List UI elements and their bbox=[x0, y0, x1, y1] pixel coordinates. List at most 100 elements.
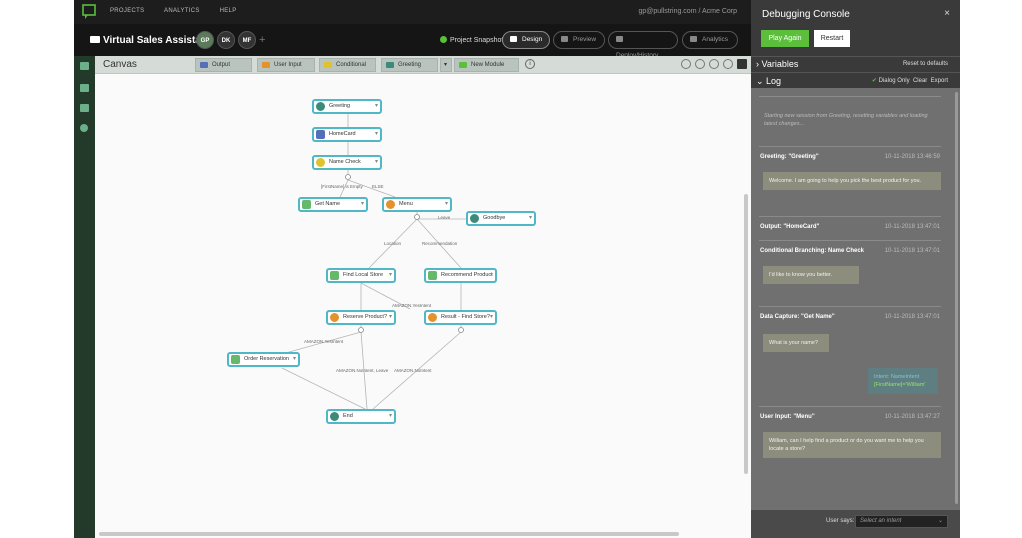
info-icon[interactable]: i bbox=[525, 59, 535, 69]
module-new[interactable]: New Module bbox=[454, 58, 519, 72]
analytics-icon bbox=[690, 36, 697, 42]
avatar-gp[interactable]: GP bbox=[196, 31, 214, 49]
user-input-icon bbox=[428, 313, 437, 322]
nav-analytics[interactable]: ANALYTICS bbox=[164, 8, 200, 14]
node-reserve-product[interactable]: Reserve Product?▾ bbox=[326, 310, 396, 325]
node-name-check-label: Name Check bbox=[329, 159, 361, 165]
play-again-button[interactable]: Play Again bbox=[761, 30, 809, 47]
snapshot-label: Project Snapshot bbox=[450, 37, 504, 44]
canvas-area[interactable]: Greeting▾ HomeCard▾ Name Check▾ Get Name… bbox=[95, 74, 751, 538]
briefcase-icon[interactable] bbox=[80, 84, 89, 92]
node-menu-label: Menu bbox=[399, 201, 413, 207]
node-end[interactable]: End▾ bbox=[326, 409, 396, 424]
log-entry-title: Greeting: "Greeting" bbox=[760, 154, 819, 160]
layers-icon[interactable] bbox=[681, 59, 691, 69]
node-order-reservation[interactable]: Order Reservation▾ bbox=[227, 352, 300, 367]
node-goodbye-label: Goodbye bbox=[483, 215, 506, 221]
book-icon[interactable] bbox=[80, 104, 89, 112]
tab-deploy-history[interactable]: Deploy/History bbox=[608, 31, 678, 59]
log-entry-title: User Input: "Menu" bbox=[760, 414, 815, 420]
node-find-local-store[interactable]: Find Local Store▾ bbox=[326, 268, 396, 283]
variables-label: Variables bbox=[761, 59, 799, 69]
pullstring-logo-icon[interactable] bbox=[82, 4, 96, 20]
log-options: ✔ Dialog Only Clear Export bbox=[872, 77, 948, 84]
top-nav-bar: PROJECTS ANALYTICS HELP gp@pullstring.co… bbox=[74, 0, 751, 24]
project-snapshot-button[interactable]: Project Snapshot bbox=[440, 36, 503, 44]
console-toggle-icon[interactable] bbox=[737, 59, 747, 69]
project-title-text: Virtual Sales Assistant bbox=[103, 35, 211, 46]
zoom-in-icon[interactable] bbox=[709, 59, 719, 69]
flow-tree-icon[interactable] bbox=[80, 62, 89, 70]
play-icon bbox=[561, 36, 568, 42]
log-entry-greeting: Greeting: "Greeting"10-11-2018 13:46:59 bbox=[760, 154, 940, 160]
canvas-title: Canvas bbox=[103, 59, 137, 70]
log-toggle[interactable]: ⌄ Log bbox=[756, 76, 782, 86]
tab-analytics[interactable]: Analytics bbox=[682, 31, 738, 49]
add-collaborator-button[interactable]: + bbox=[259, 34, 266, 46]
node-reserve-product-label: Reserve Product? bbox=[343, 314, 388, 320]
top-nav: PROJECTS ANALYTICS HELP bbox=[110, 8, 255, 14]
data-capture-icon bbox=[231, 355, 240, 364]
reset-to-defaults-button[interactable]: Reset to defaults bbox=[902, 61, 948, 67]
node-get-name[interactable]: Get Name▾ bbox=[298, 197, 368, 212]
restart-button[interactable]: Restart bbox=[814, 30, 850, 47]
node-menu[interactable]: Menu▾ bbox=[382, 197, 452, 212]
edge-label: [FirstName] is Empty bbox=[321, 184, 363, 189]
chevron-down-icon: ▾ bbox=[388, 314, 392, 320]
log-body[interactable]: Starting new session from Greeting, rese… bbox=[751, 88, 955, 506]
dialog-only-toggle[interactable]: Dialog Only bbox=[878, 78, 910, 84]
avatar-mf[interactable]: MF bbox=[238, 31, 256, 49]
console-title: Debugging Console bbox=[762, 9, 850, 20]
avatar-dk[interactable]: DK bbox=[217, 31, 235, 49]
zoom-out-icon[interactable] bbox=[723, 59, 733, 69]
chevron-down-icon: ▾ bbox=[489, 272, 493, 278]
console-scrollbar[interactable] bbox=[955, 92, 958, 504]
node-homecard-label: HomeCard bbox=[329, 131, 356, 137]
module-user-input-label: User Input bbox=[274, 62, 302, 68]
user-icon[interactable] bbox=[80, 124, 88, 132]
account-menu[interactable]: gp@pullstring.com / Acme Corp bbox=[638, 8, 737, 15]
greeting-icon bbox=[470, 214, 479, 223]
module-greeting[interactable]: Greeting bbox=[381, 58, 438, 72]
tab-preview[interactable]: Preview bbox=[553, 31, 605, 49]
module-user-input[interactable]: User Input bbox=[257, 58, 315, 72]
variables-toggle[interactable]: › Variables bbox=[756, 59, 799, 69]
edge-label: Location bbox=[384, 241, 402, 246]
chevron-down-icon: ▾ bbox=[489, 314, 493, 320]
console-footer: User says: Select an intent⌄ bbox=[751, 510, 960, 538]
debugging-console: Debugging Console × Play Again Restart ›… bbox=[751, 0, 960, 538]
intent-select[interactable]: Select an intent⌄ bbox=[855, 515, 948, 528]
nav-projects[interactable]: PROJECTS bbox=[110, 8, 145, 14]
chevron-down-icon: ▾ bbox=[388, 272, 392, 278]
node-recommend-product[interactable]: Recommend Product▾ bbox=[424, 268, 497, 283]
log-entry-time: 10-11-2018 13:47:01 bbox=[884, 224, 940, 230]
check-icon[interactable]: ✔ bbox=[871, 78, 877, 84]
node-result-find-store-label: Result - Find Store? bbox=[441, 314, 490, 320]
module-conditional[interactable]: Conditional bbox=[319, 58, 376, 72]
nav-help[interactable]: HELP bbox=[219, 8, 237, 14]
module-dropdown[interactable]: ▾ bbox=[440, 58, 452, 72]
node-goodbye[interactable]: Goodbye▾ bbox=[466, 211, 536, 226]
edge-label: ELSE bbox=[372, 184, 384, 189]
new-module-icon bbox=[459, 62, 467, 68]
node-result-find-store[interactable]: Result - Find Store?▾ bbox=[424, 310, 497, 325]
export-button[interactable]: Export bbox=[930, 78, 948, 84]
log-section[interactable]: ⌄ Log ✔ Dialog Only Clear Export bbox=[751, 72, 960, 88]
close-icon[interactable]: × bbox=[944, 8, 950, 19]
node-homecard[interactable]: HomeCard▾ bbox=[312, 127, 382, 142]
clear-button[interactable]: Clear bbox=[912, 78, 928, 84]
canvas-vertical-scrollbar[interactable] bbox=[744, 194, 748, 474]
log-entry-title: Output: "HomeCard" bbox=[760, 224, 820, 230]
tab-design[interactable]: Design bbox=[502, 31, 551, 49]
variables-section[interactable]: › Variables Reset to defaults bbox=[751, 56, 960, 72]
data-capture-icon bbox=[428, 271, 437, 280]
edge-label: AMAZON.NoIntent bbox=[394, 368, 432, 373]
project-title[interactable]: Virtual Sales Assistant bbox=[90, 35, 210, 46]
canvas-horizontal-scrollbar[interactable] bbox=[99, 532, 679, 536]
node-name-check[interactable]: Name Check▾ bbox=[312, 155, 382, 170]
node-greeting[interactable]: Greeting▾ bbox=[312, 99, 382, 114]
fit-view-icon[interactable] bbox=[695, 59, 705, 69]
module-output[interactable]: Output bbox=[195, 58, 252, 72]
